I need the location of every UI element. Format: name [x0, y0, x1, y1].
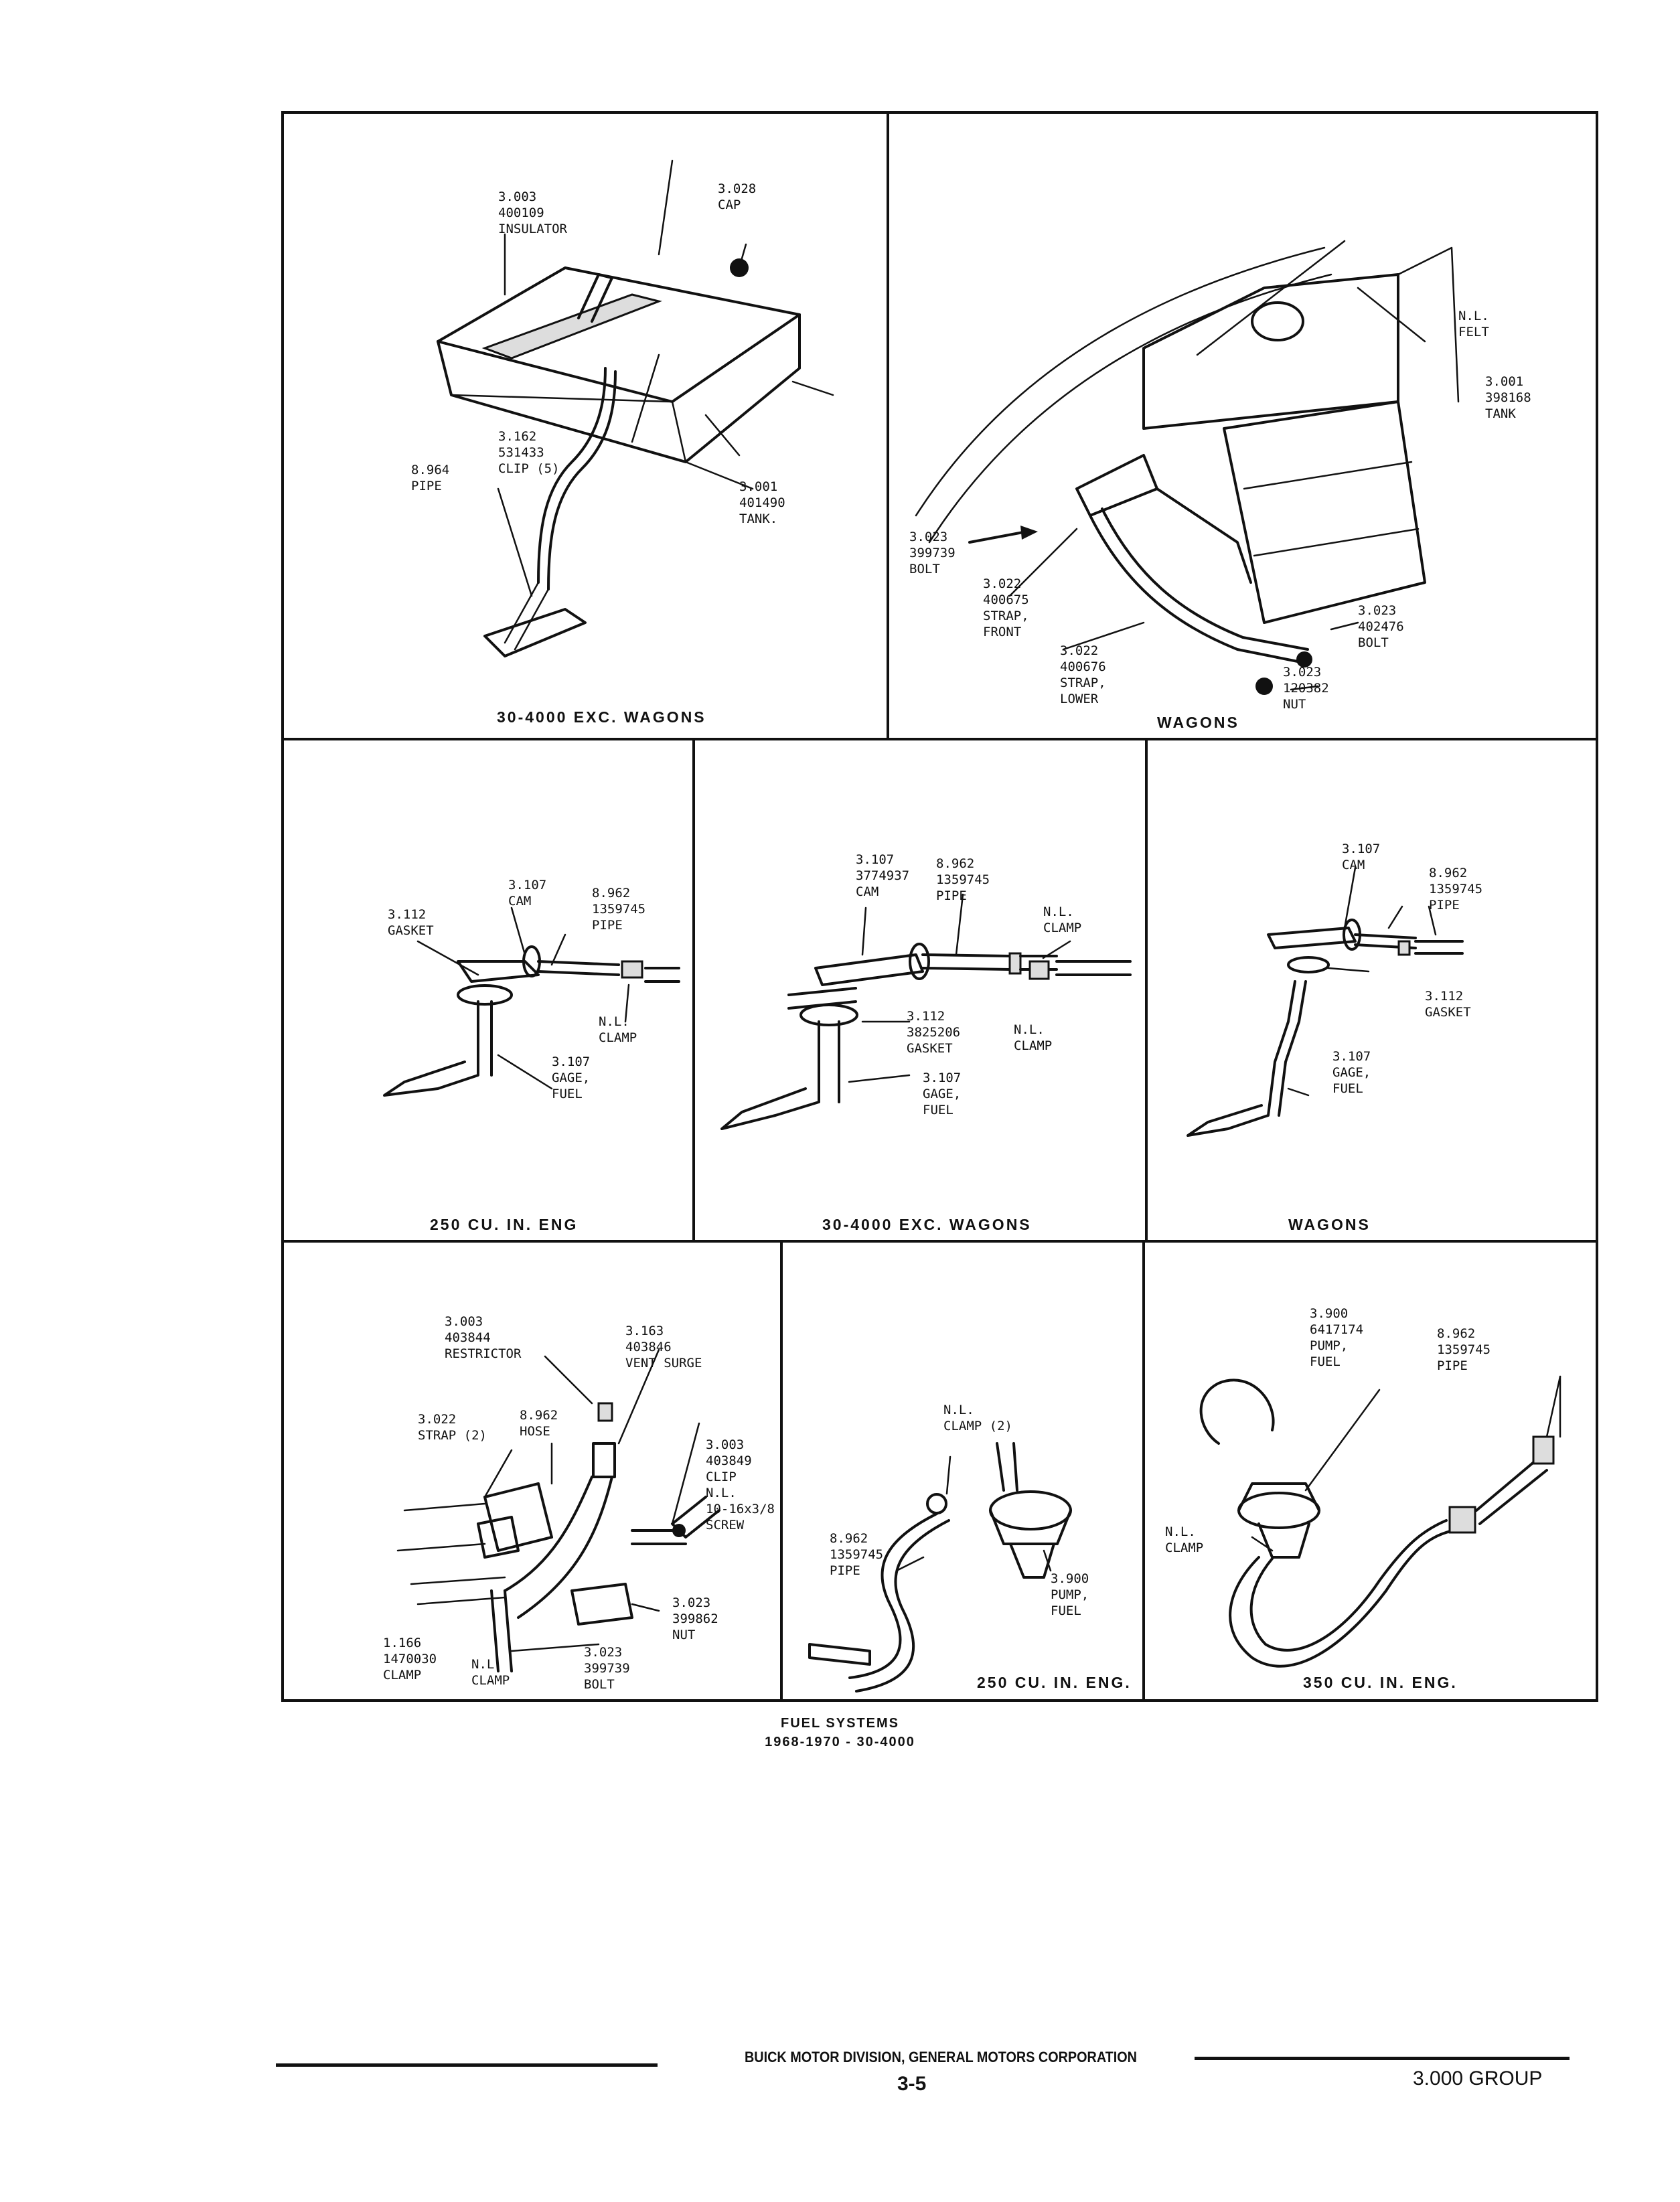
label-nut: 3.023 399862 NUT: [672, 1595, 718, 1642]
label-restrictor: 3.003 403844 RESTRICTOR: [445, 1314, 522, 1361]
label-clamp-nl: N.L. CLAMP: [471, 1657, 510, 1688]
pump-illustration: [1199, 1375, 1561, 1668]
label-felt: N.L. FELT: [1458, 309, 1489, 339]
label-clamp-166: 1.166 1470030 CLAMP: [383, 1636, 437, 1682]
label-pump: 3.900 PUMP, FUEL: [1051, 1571, 1089, 1618]
gage-illustration: [720, 893, 1132, 1130]
label-gasket: 3.112 GASKET: [388, 907, 434, 938]
label-gage: 3.107 GAGE, FUEL: [552, 1054, 591, 1101]
panel-tank-exc-wagons: 3.003 400109 INSULATOR 3.028 CAP 3.162 5…: [284, 114, 887, 738]
label-clip: 3.003 403849 CLIP: [706, 1437, 752, 1484]
label-clip: 3.162 531433 CLIP (5): [498, 429, 560, 476]
diagram-frame: [281, 111, 1598, 1702]
label-gage: 3.107 GAGE, FUEL: [1332, 1049, 1371, 1096]
label-insulator: 3.003 400109 INSULATOR: [498, 189, 567, 236]
label-pipe: 8.962 1359745 PIPE: [1437, 1326, 1491, 1373]
col-divider-bottom-2: [1142, 1240, 1145, 1702]
label-clamp-bottom: N.L. CLAMP: [1014, 1022, 1053, 1053]
wagon-tank-illustration: [915, 240, 1460, 695]
gage-illustration: [1187, 866, 1464, 1137]
label-clamp: N.L. CLAMP: [1165, 1524, 1204, 1555]
label-bolt: 3.023 399739 BOLT: [584, 1645, 630, 1692]
panel-caption: 350 CU. IN. ENG.: [1303, 1674, 1458, 1691]
row-divider-2: [281, 1240, 1598, 1243]
footer-page-number: 3-5: [897, 2073, 927, 2095]
label-clamp: N.L. CLAMP (2): [943, 1403, 1012, 1433]
label-cam: 3.107 CAM: [508, 878, 547, 909]
label-pipe: 8.962 1359745 PIPE: [936, 856, 990, 903]
label-pipe: 8.964 PIPE: [411, 463, 450, 493]
col-divider-mid-2: [1145, 738, 1148, 1241]
panel-caption: 250 CU. IN. ENG: [430, 1216, 579, 1233]
label-cam: 3.107 CAM: [1342, 842, 1381, 872]
label-strap: 3.022 STRAP (2): [418, 1412, 487, 1443]
figure-title: FUEL SYSTEMS 1968-1970 - 30-4000: [0, 1714, 1680, 1751]
panel-caption: WAGONS: [1288, 1216, 1371, 1233]
col-divider-top: [887, 111, 889, 739]
panel-vent-surge: 3.003 403844 RESTRICTOR 3.163 403846 VEN…: [284, 1243, 780, 1699]
col-divider-bottom-1: [780, 1240, 783, 1702]
label-hose: 8.962 HOSE: [520, 1408, 558, 1439]
footer-company: BUICK MOTOR DIVISION, GENERAL MOTORS COR…: [745, 2049, 1137, 2065]
footer-rule-left: [276, 2063, 658, 2067]
col-divider-mid-1: [692, 738, 695, 1241]
label-vent: 3.163 403846 VENT SURGE: [625, 1324, 702, 1370]
label-gasket: 3.112 3825206 GASKET: [907, 1009, 961, 1056]
label-tank: 3.001 398168 TANK: [1485, 374, 1531, 421]
label-clamp: N.L. CLAMP: [599, 1014, 637, 1045]
label-screw: N.L. 10-16x3/8 SCREW: [706, 1486, 775, 1532]
label-clamp-top: N.L. CLAMP: [1043, 905, 1082, 935]
label-strap-lower: 3.022 400676 STRAP, LOWER: [1060, 643, 1106, 706]
label-cam: 3.107 3774937 CAM: [856, 852, 910, 899]
panel-caption: 250 CU. IN. ENG.: [977, 1674, 1132, 1691]
footer-rule-right: [1195, 2057, 1570, 2060]
figure-title-line1: FUEL SYSTEMS: [781, 1716, 899, 1731]
label-bolt-right: 3.023 402476 BOLT: [1358, 603, 1404, 650]
label-pump: 3.900 6417174 PUMP, FUEL: [1310, 1306, 1364, 1369]
figure-title-line2: 1968-1970 - 30-4000: [765, 1735, 915, 1749]
label-pipe: 8.962 1359745 PIPE: [1429, 866, 1483, 913]
label-bolt-left: 3.023 399739 BOLT: [909, 530, 956, 576]
panel-caption: 30-4000 EXC. WAGONS: [497, 708, 706, 726]
label-gage: 3.107 GAGE, FUEL: [923, 1071, 962, 1117]
pump-illustration: [808, 1442, 1072, 1693]
panel-caption: 30-4000 EXC. WAGONS: [822, 1216, 1032, 1233]
label-nut: 3.023 120382 NUT: [1283, 665, 1329, 712]
panel-pump-250: N.L. CLAMP (2) 8.962 1359745 PIPE 3.900 …: [783, 1243, 1142, 1699]
label-pipe: 8.962 1359745 PIPE: [830, 1531, 884, 1578]
label-tank: 3.001 401490 TANK.: [739, 479, 785, 526]
panel-gage-wagons: 3.107 CAM 8.962 1359745 PIPE 3.112 GASKE…: [1148, 740, 1596, 1240]
label-gasket: 3.112 GASKET: [1425, 989, 1471, 1020]
tank-illustration: [437, 159, 834, 657]
row-divider-1: [281, 738, 1598, 740]
vent-illustration: [396, 1348, 720, 1672]
panel-gage-250: 3.112 GASKET 3.107 CAM 8.962 1359745 PIP…: [284, 740, 692, 1240]
gage-illustration: [383, 907, 680, 1097]
panel-pump-350: 3.900 6417174 PUMP, FUEL 8.962 1359745 P…: [1145, 1243, 1596, 1699]
label-cap: 3.028 CAP: [718, 181, 757, 212]
label-strap-front: 3.022 400675 STRAP, FRONT: [983, 576, 1029, 639]
panel-tank-wagons: N.L. FELT 3.001 398168 TANK 3.023 399739…: [889, 114, 1596, 738]
footer-group: 3.000 GROUP: [1413, 2067, 1543, 2090]
panel-gage-exc-wagons: 3.107 3774937 CAM 8.962 1359745 PIPE N.L…: [695, 740, 1145, 1240]
panel-caption: WAGONS: [1157, 714, 1239, 731]
label-pipe: 8.962 1359745 PIPE: [592, 886, 646, 933]
